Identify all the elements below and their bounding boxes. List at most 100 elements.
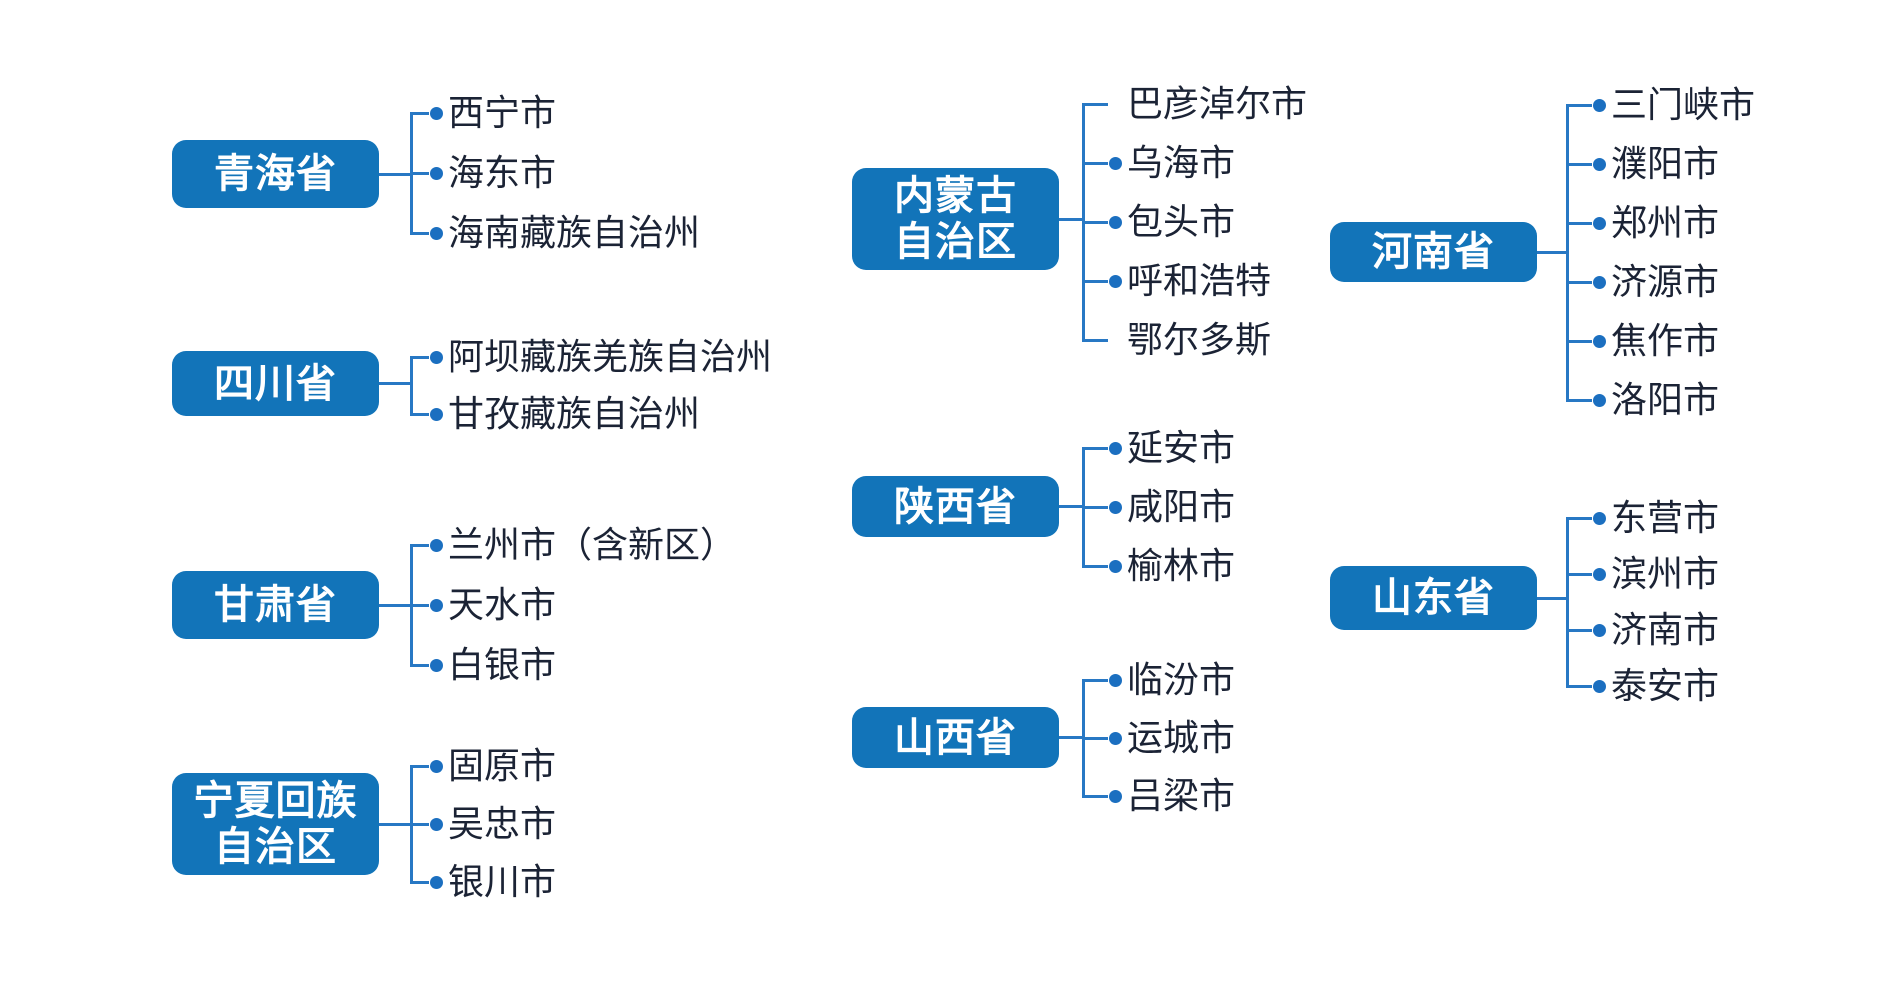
- bullet-dot-icon: [1592, 511, 1606, 525]
- connector-branch-line: [379, 382, 413, 385]
- connector-branch-line: [379, 822, 413, 826]
- connector-branch-line: [1059, 736, 1085, 739]
- province-node-shanxi: 山西省: [852, 707, 1059, 768]
- connector-trunk-line: [410, 355, 413, 416]
- connector-elbow-line: [1566, 339, 1592, 343]
- connector-elbow-line: [1566, 516, 1592, 520]
- connector-elbow-line: [410, 603, 429, 607]
- province-label: 四川省: [214, 361, 337, 406]
- province-label: 河南省: [1372, 230, 1495, 274]
- city-label: 运城市: [1127, 717, 1236, 758]
- province-node-shandong: 山东省: [1330, 566, 1537, 630]
- city-label: 临汾市: [1127, 659, 1236, 700]
- city-label: 泰安市: [1611, 665, 1720, 706]
- province-node-ningxia: 宁夏回族 自治区: [172, 773, 379, 875]
- connector-elbow-line: [1566, 684, 1592, 688]
- city-label: 海南藏族自治州: [448, 212, 701, 253]
- city-label: 东营市: [1611, 497, 1720, 538]
- city-label: 兰州市（含新区）: [448, 524, 737, 565]
- connector-elbow-line: [1082, 678, 1108, 682]
- connector-trunk-line: [1566, 516, 1569, 688]
- connector-branch-line: [1537, 596, 1569, 600]
- province-label: 青海省: [214, 152, 337, 196]
- connector-elbow-line: [410, 663, 429, 667]
- bullet-dot-icon: [1108, 731, 1122, 745]
- connector-elbow-line: [410, 111, 429, 115]
- city-label: 滨州市: [1611, 553, 1720, 594]
- bullet-dot-icon: [429, 538, 443, 552]
- city-label: 西宁市: [448, 92, 557, 133]
- province-node-gansu: 甘肃省: [172, 571, 379, 639]
- connector-elbow-line: [410, 355, 429, 359]
- connector-elbow-line: [1566, 628, 1592, 632]
- bullet-dot-icon: [1592, 679, 1606, 693]
- connector-elbow-line: [1082, 794, 1108, 798]
- bullet-dot-icon: [429, 875, 443, 889]
- bullet-dot-icon: [429, 407, 443, 421]
- city-label: 海东市: [448, 152, 557, 193]
- connector-elbow-line: [1082, 564, 1108, 568]
- bullet-dot-icon: [429, 106, 443, 120]
- bullet-dot-icon: [1592, 567, 1606, 581]
- connector-branch-line: [1059, 505, 1085, 508]
- province-label: 宁夏回族 自治区: [193, 779, 358, 869]
- province-node-shaanxi: 陕西省: [852, 476, 1059, 537]
- bullet-dot-icon: [1108, 274, 1122, 288]
- province-label: 甘肃省: [214, 583, 337, 627]
- city-label: 榆林市: [1127, 545, 1236, 586]
- connector-elbow-line: [1082, 161, 1108, 165]
- city-label: 吴忠市: [448, 803, 557, 844]
- bullet-dot-icon: [1108, 789, 1122, 803]
- city-label: 济源市: [1611, 261, 1720, 302]
- connector-elbow-line: [410, 764, 429, 768]
- bullet-dot-icon: [1592, 157, 1606, 171]
- city-label: 白银市: [448, 644, 557, 685]
- city-label: 济南市: [1611, 609, 1720, 650]
- bullet-dot-icon: [1108, 500, 1122, 514]
- province-label: 内蒙古 自治区: [894, 174, 1017, 264]
- connector-elbow-line: [410, 171, 429, 175]
- connector-trunk-line: [1566, 103, 1569, 402]
- connector-elbow-line: [410, 543, 429, 547]
- city-label: 延安市: [1127, 427, 1236, 468]
- bullet-dot-icon: [1108, 441, 1122, 455]
- connector-branch-line: [379, 603, 413, 607]
- bullet-dot-icon: [1592, 216, 1606, 230]
- connector-elbow-line: [1082, 338, 1108, 342]
- connector-elbow-line: [1082, 102, 1108, 106]
- connector-elbow-line: [1082, 279, 1108, 283]
- city-label: 甘孜藏族自治州: [448, 393, 701, 434]
- city-label: 咸阳市: [1127, 486, 1236, 527]
- province-label: 山东省: [1372, 576, 1495, 620]
- city-label: 三门峡市: [1611, 84, 1756, 125]
- bullet-dot-icon: [1108, 156, 1122, 170]
- connector-elbow-line: [410, 822, 429, 826]
- city-label: 鄂尔多斯: [1127, 319, 1272, 360]
- connector-elbow-line: [1082, 736, 1108, 740]
- connector-elbow-line: [410, 880, 429, 884]
- connector-elbow-line: [1566, 221, 1592, 225]
- province-label: 陕西省: [894, 484, 1017, 529]
- city-label: 郑州市: [1611, 202, 1720, 243]
- connector-elbow-line: [1082, 446, 1108, 450]
- bullet-dot-icon: [1108, 673, 1122, 687]
- bullet-dot-icon: [429, 598, 443, 612]
- city-label: 洛阳市: [1611, 379, 1720, 420]
- province-node-henan: 河南省: [1330, 222, 1537, 282]
- connector-elbow-line: [1566, 103, 1592, 107]
- city-label: 呼和浩特: [1127, 260, 1272, 301]
- bullet-dot-icon: [1592, 623, 1606, 637]
- connector-elbow-line: [410, 412, 429, 416]
- connector-elbow-line: [1566, 162, 1592, 166]
- city-label: 巴彦淖尔市: [1127, 83, 1308, 124]
- city-label: 濮阳市: [1611, 143, 1720, 184]
- city-label: 银川市: [448, 861, 557, 902]
- connector-elbow-line: [1566, 280, 1592, 284]
- connector-elbow-line: [1566, 398, 1592, 402]
- bullet-dot-icon: [429, 226, 443, 240]
- bullet-dot-icon: [1108, 559, 1122, 573]
- province-node-qinghai: 青海省: [172, 140, 379, 208]
- connector-elbow-line: [1082, 220, 1108, 224]
- connector-branch-line: [1059, 217, 1085, 221]
